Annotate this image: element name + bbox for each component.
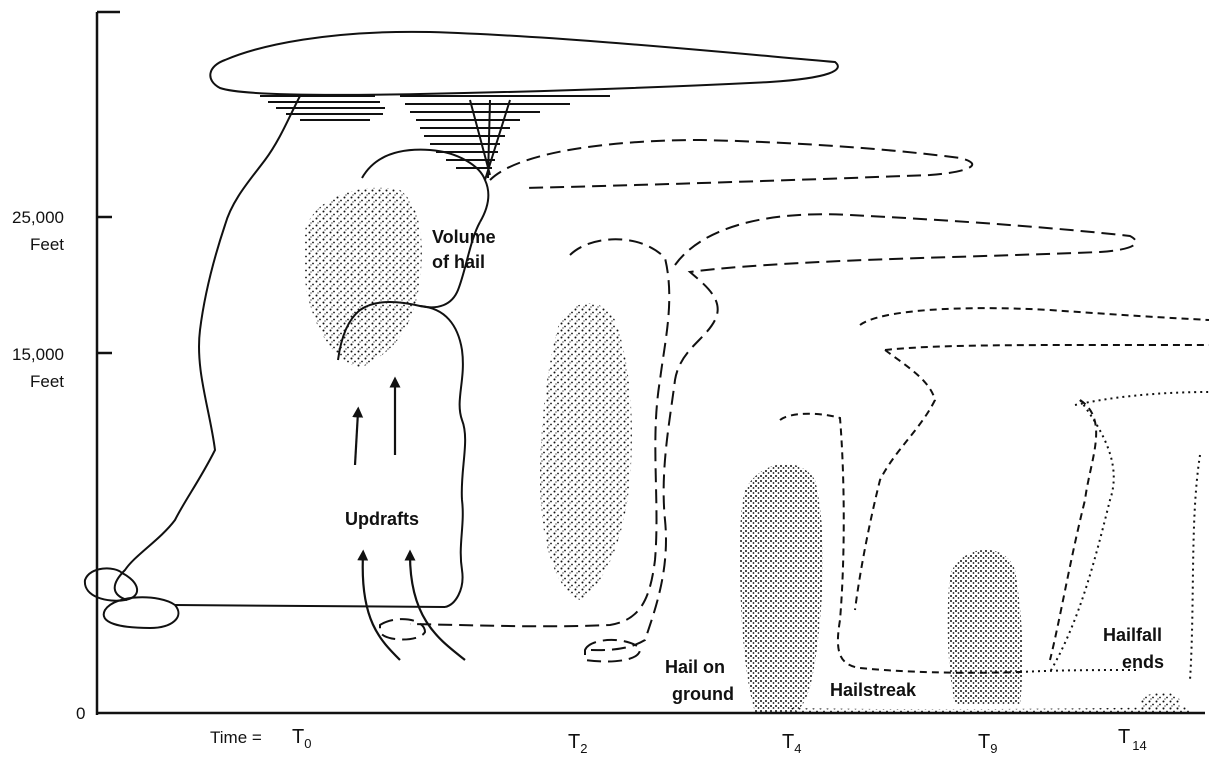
time-mark-t14: T14 <box>1118 726 1147 753</box>
y-unit-15000: Feet <box>30 372 64 391</box>
anvil-shading <box>260 96 610 180</box>
label-updrafts: Updrafts <box>345 509 419 529</box>
time-mark-t0: T0 <box>292 726 311 751</box>
y-label-15000: 15,000 <box>12 345 64 364</box>
time-mark-t9: T9 <box>978 731 997 756</box>
axes <box>97 12 1205 715</box>
cloud-base-puff-1 <box>85 568 137 600</box>
y-axis-labels: 25,000 Feet 15,000 Feet 0 <box>12 208 85 723</box>
label-hail-on-ground-line1: Hail on <box>665 657 725 677</box>
cloud-base-puff-2 <box>104 597 179 628</box>
hail-ground-remnant <box>1140 693 1180 709</box>
y-label-25000: 25,000 <box>12 208 64 227</box>
time-prefix: Time = <box>210 728 262 747</box>
label-hailfall-ends-line2: ends <box>1122 652 1164 672</box>
hail-volume-t0 <box>305 188 422 368</box>
y-label-0: 0 <box>76 704 85 723</box>
cloud-left-edge <box>115 96 300 600</box>
label-volume-of-hail-line1: Volume <box>432 227 496 247</box>
hail-ground-deposit <box>790 707 1190 713</box>
anvil-top <box>210 32 838 95</box>
cloud-base-line <box>175 605 445 607</box>
hail-volume-t4 <box>740 464 823 712</box>
updraft-tower-edge <box>420 306 465 607</box>
label-hailstreak: Hailstreak <box>830 680 917 700</box>
hail-volume-t2 <box>540 303 632 600</box>
updraft-arrow-1 <box>355 412 358 465</box>
storm-cloud-t2 <box>380 140 972 640</box>
time-mark-t4: T4 <box>782 731 801 756</box>
label-hailfall-ends-line1: Hailfall <box>1103 625 1162 645</box>
time-axis-labels: Time = T0 T2 T4 T9 T14 <box>210 726 1147 756</box>
label-hail-on-ground-line2: ground <box>672 684 734 704</box>
time-mark-t2: T2 <box>568 731 587 756</box>
storm-cloud-t0 <box>85 32 838 628</box>
hail-volume-t9 <box>948 550 1023 705</box>
y-unit-25000: Feet <box>30 235 64 254</box>
label-volume-of-hail-line2: of hail <box>432 252 485 272</box>
storm-cloud-t4 <box>585 214 1136 661</box>
